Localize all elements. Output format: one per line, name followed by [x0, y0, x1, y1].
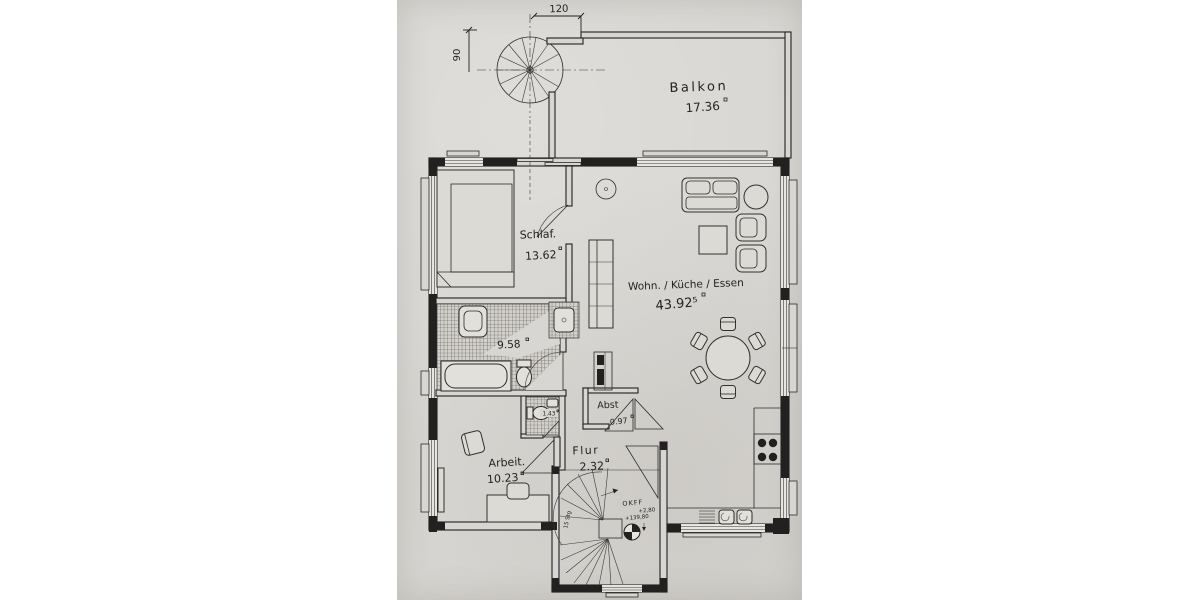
stair-okff-note: OKFF: [622, 498, 643, 508]
washbasin: [458, 305, 488, 338]
wardrobe: [588, 239, 614, 329]
sofa: [681, 177, 740, 213]
room-flur-area: 2.32: [579, 459, 604, 473]
sq-meter-mark: [525, 337, 529, 341]
room-arbeit-label: Arbeit.: [488, 455, 525, 470]
wc-sink: [546, 398, 559, 408]
dining-chair: [690, 331, 708, 351]
window-stair-tower-bottom: [602, 585, 642, 598]
room-arbeit: Arbeit. 10.23: [437, 430, 550, 523]
floor-plan-paper: 120 90: [397, 0, 802, 600]
flue-shaft: [593, 351, 613, 391]
wc-door-leaf: [543, 419, 560, 438]
room-abst: Abst 0.97: [593, 351, 664, 432]
dining-chair: [748, 365, 766, 385]
kitchen-sink: [718, 509, 753, 525]
windows: [420, 150, 798, 598]
room-schlaf-area: 13.62: [525, 248, 557, 263]
kitchen: [667, 407, 782, 525]
room-bad-area: 9.58: [497, 338, 521, 351]
sq-meter-mark: [605, 458, 609, 462]
left-dimension-90: 90: [452, 26, 477, 72]
window-schlaf-top: [443, 150, 483, 166]
flur-arbeit-door-leaf: [521, 439, 555, 474]
coffee-table: [698, 225, 728, 255]
schlaf-door-swing: [536, 204, 569, 238]
flur-wohn-door-leaf: [625, 445, 659, 500]
spiral-stair-top: [477, 14, 605, 118]
dining-chair: [748, 331, 766, 351]
room-abst-area: 0.97: [609, 416, 628, 427]
dining-set: [690, 317, 766, 399]
abst-door-leaf-left: [604, 397, 634, 432]
plant: [595, 178, 617, 200]
stair-level-lower: +139,80: [625, 514, 650, 522]
wall-piers: [429, 158, 789, 592]
room-wohn: Wohn. / Küche / Essen 43.92⁵: [588, 177, 782, 525]
room-balkon-area: 17.36: [685, 99, 720, 115]
dishwasher: [699, 510, 715, 524]
window-kueche-right: [781, 478, 798, 518]
room-balkon-label: Balkon: [669, 79, 728, 96]
dining-chair: [720, 385, 736, 399]
window-wohn-top: [637, 150, 773, 166]
spiral-stair-bottom: OKFF +2,80 +139,80 15 Stg: [552, 467, 656, 586]
room-wohn-label: Wohn. / Küche / Essen: [628, 277, 744, 293]
shower: [548, 301, 580, 339]
window-kueche-bottom: [679, 524, 765, 538]
sq-meter-mark: [701, 292, 706, 297]
bookshelf: [437, 467, 445, 513]
sq-meter-mark: [558, 246, 562, 250]
bad-door-swing: [524, 351, 564, 391]
top-dimension-120: 120: [530, 4, 585, 36]
room-schlaf: Schlaf. 13.62: [436, 120, 569, 288]
window-bad-left: [420, 368, 437, 398]
dining-chair: [720, 317, 736, 331]
toilet: [516, 359, 532, 388]
bathtub: [440, 360, 512, 392]
desk-chair: [506, 482, 530, 500]
floor-plan-drawing: 120 90: [420, 4, 798, 598]
sq-meter-mark: [723, 97, 728, 102]
room-bad: 9.58: [436, 301, 580, 392]
room-wc-area: 1.43: [543, 412, 556, 418]
window-schlaf-left: [420, 174, 437, 294]
dim-120-label: 120: [549, 4, 568, 16]
sq-meter-mark: [556, 409, 560, 413]
double-bed: [436, 169, 515, 288]
sq-meter-mark: [630, 414, 634, 418]
armchair-1: [735, 213, 767, 242]
walk-line-arrow: [600, 488, 619, 497]
elevation-marker: [623, 523, 641, 541]
dim-90-label: 90: [452, 49, 463, 62]
stair-steps-note: 15 Stg: [563, 510, 573, 529]
stove: [753, 433, 782, 465]
side-chair: [460, 430, 486, 456]
side-table: [743, 184, 769, 210]
tiny-arrow: [642, 523, 646, 531]
room-wc: 1.43: [525, 396, 560, 438]
room-wohn-area: 43.92⁵: [655, 295, 699, 314]
window-wohn-right-upper: [781, 176, 798, 288]
abst-door-leaf-right: [634, 397, 664, 430]
balcony: Balkon 17.36: [546, 31, 792, 159]
window-arbeit-left: [420, 440, 437, 516]
window-essen-right: [781, 300, 798, 396]
room-schlaf-label: Schlaf.: [519, 227, 556, 241]
armchair-2: [735, 244, 767, 273]
room-abst-label: Abst: [597, 400, 619, 412]
room-flur: Flur 2.32: [521, 439, 659, 500]
sq-meter-mark: [520, 471, 524, 475]
room-flur-label: Flur: [572, 444, 599, 458]
stair-level-upper: +2,80: [638, 507, 656, 514]
dining-chair: [690, 365, 708, 385]
room-arbeit-area: 10.23: [487, 471, 519, 486]
